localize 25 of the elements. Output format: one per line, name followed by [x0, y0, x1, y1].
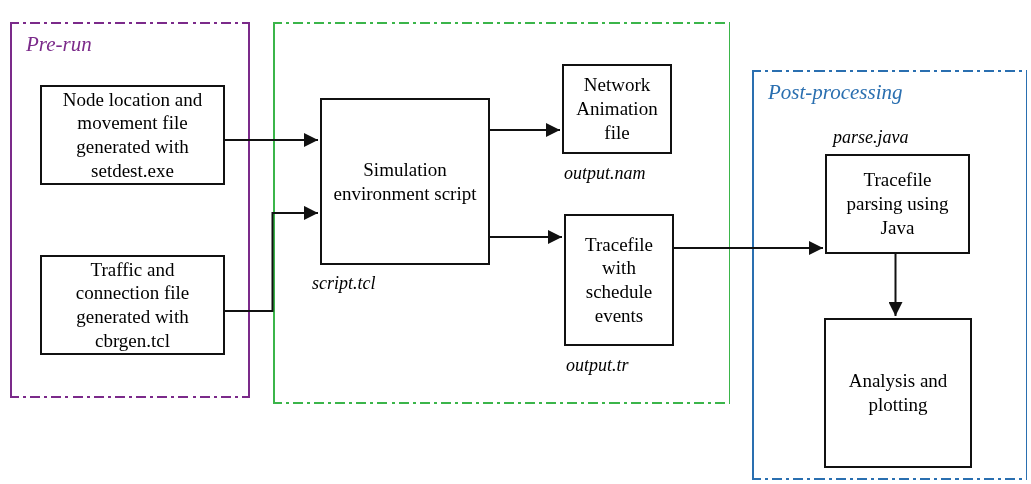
- box-text: Network Animation file: [575, 73, 659, 145]
- file-name-label: parse.java: [833, 126, 909, 149]
- file-name-label: output.nam: [564, 162, 646, 185]
- dash-dot-group-frame: [273, 22, 730, 404]
- process-box: [824, 318, 972, 468]
- group-heading: Pre-run: [26, 32, 92, 57]
- process-box: [40, 255, 225, 355]
- box-text: Simulation environment script: [332, 157, 478, 206]
- arrow: [487, 123, 561, 137]
- arrow: [222, 205, 319, 312]
- arrow: [888, 251, 903, 317]
- dash-dot-group-frame: [752, 70, 1027, 480]
- process-box: [40, 85, 225, 185]
- file-name-label: output.tr: [566, 354, 629, 377]
- box-text: Tracefile parsing using Java: [845, 168, 950, 240]
- box-text: Traffic and connection file generated with cbrgen.tcl: [74, 257, 191, 353]
- group-heading: Post-processing: [768, 80, 903, 105]
- box-text: Tracefile with schedule events: [584, 232, 654, 328]
- box-text: Analysis and plotting: [847, 369, 949, 417]
- arrow: [487, 230, 563, 244]
- file-name-label: script.tcl: [312, 272, 376, 295]
- box-text: Node location and movement file generated with setdest.exe: [61, 87, 204, 183]
- arrow: [222, 133, 319, 147]
- arrow: [671, 241, 824, 255]
- dash-dot-group-frame: [10, 22, 250, 398]
